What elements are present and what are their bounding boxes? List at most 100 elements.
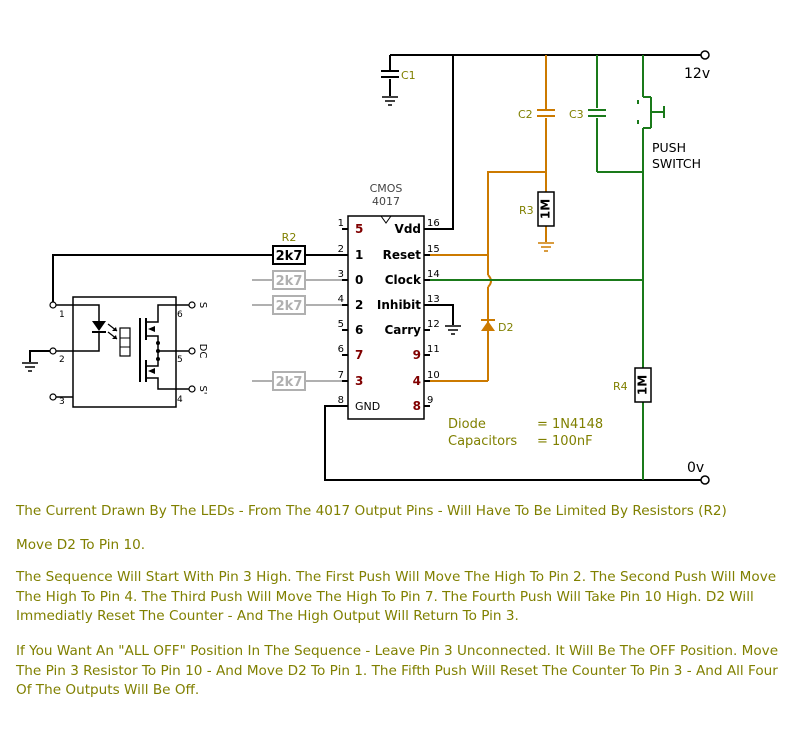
resistor-r3: 1M R3 bbox=[519, 191, 555, 227]
ghost-value: 2k7 bbox=[276, 375, 303, 390]
ghost-resistor-pin4: 2k7 bbox=[252, 295, 342, 315]
switch-label-2: SWITCH bbox=[652, 156, 701, 171]
r2-label: R2 bbox=[282, 231, 297, 244]
pin-number: 9 bbox=[427, 395, 433, 406]
ic-right-pin-14: 14 Clock bbox=[385, 269, 440, 287]
diode-d2: D2 bbox=[481, 319, 513, 334]
parts-diode-value: = 1N4148 bbox=[537, 417, 603, 432]
pin-number: 2 bbox=[338, 244, 344, 255]
ghost-resistor-pin3: 2k7 bbox=[252, 270, 342, 290]
ghost-resistors: 2k7 2k7 2k7 bbox=[252, 270, 342, 391]
pin-label: 0 bbox=[355, 273, 363, 287]
ic-right-pin-9: 9 8 bbox=[413, 395, 434, 413]
pin-number: 4 bbox=[338, 294, 344, 305]
pin-number: 12 bbox=[427, 319, 440, 330]
pin-number: 5 bbox=[338, 319, 344, 330]
pin-label: 9 bbox=[413, 348, 421, 362]
pin-number: 8 bbox=[338, 395, 344, 406]
resistor-r4: 1M R4 bbox=[613, 367, 652, 403]
pin-number: 16 bbox=[427, 218, 440, 229]
ic-right-pin-10: 10 4 bbox=[413, 370, 440, 388]
black-wiring bbox=[29, 54, 705, 481]
pin-number: 6 bbox=[338, 344, 344, 355]
ic-left-pin-1: 1 5 bbox=[338, 218, 364, 236]
relay-label-s: S bbox=[197, 302, 208, 308]
ground-inhibit bbox=[445, 325, 461, 335]
pin-number: 15 bbox=[427, 244, 440, 255]
relay-pin-2: 2 bbox=[59, 355, 65, 365]
ic-right-pin-15: 15 Reset bbox=[383, 244, 440, 262]
green-wiring bbox=[425, 55, 644, 480]
pin-number: 7 bbox=[338, 370, 344, 381]
note-sequence: The Sequence Will Start With Pin 3 High.… bbox=[16, 569, 777, 624]
pin-number: 14 bbox=[427, 269, 440, 280]
ground-r3 bbox=[538, 242, 554, 252]
pin-label: Inhibit bbox=[377, 298, 421, 312]
pin-label: 8 bbox=[413, 399, 421, 413]
ic-4017: CMOS 4017 1 5 2 1 3 0 4 2 5 6 6 bbox=[338, 182, 440, 420]
relay-label-dc: DC bbox=[197, 344, 208, 359]
d2-label: D2 bbox=[498, 321, 513, 334]
note-resistors: The Current Drawn By The LEDs - From The… bbox=[16, 503, 727, 519]
orange-wiring bbox=[425, 55, 547, 382]
relay-pin-3: 3 bbox=[59, 397, 65, 407]
parts-cap-value: = 100nF bbox=[537, 434, 593, 449]
pin-label: 1 bbox=[355, 248, 363, 262]
ic-label-1: CMOS bbox=[370, 182, 403, 195]
pin-label: Reset bbox=[383, 248, 422, 262]
r3-value: 1M bbox=[539, 199, 553, 219]
note-move-d2: Move D2 To Pin 10. bbox=[16, 537, 146, 553]
pin-label: 6 bbox=[355, 323, 363, 337]
pin-number: 10 bbox=[427, 370, 440, 381]
c1-label: C1 bbox=[401, 69, 416, 82]
c2-label: C2 bbox=[518, 108, 533, 121]
relay-label-s-prime: S' bbox=[197, 385, 208, 394]
parts-list: Diode = 1N4148 Capacitors = 100nF bbox=[448, 417, 603, 449]
ghost-value: 2k7 bbox=[276, 274, 303, 289]
c3-label: C3 bbox=[569, 108, 584, 121]
ground-relay bbox=[22, 362, 38, 372]
parts-cap-key: Capacitors bbox=[448, 434, 517, 449]
resistor-r2: 2k7 R2 bbox=[272, 231, 306, 265]
pin-number: 3 bbox=[338, 269, 344, 280]
relay-pin-6: 6 bbox=[177, 310, 183, 320]
pin-label: GND bbox=[355, 400, 380, 413]
r3-label: R3 bbox=[519, 204, 534, 217]
supply-12v-label: 12v bbox=[684, 66, 710, 82]
r4-label: R4 bbox=[613, 380, 628, 393]
ic-left-pin-5: 5 6 bbox=[338, 319, 364, 337]
pin-label: 3 bbox=[355, 374, 363, 388]
ghost-resistor-pin7: 2k7 bbox=[252, 371, 342, 391]
ic-right-pin-11: 11 9 bbox=[413, 344, 440, 362]
ic-left-pin-3: 3 0 bbox=[338, 269, 364, 287]
capacitor-c3: C3 bbox=[569, 108, 606, 121]
solid-state-relay: 1 2 3 6 5 4 S DC S' bbox=[49, 296, 208, 408]
pin-label: Clock bbox=[385, 273, 422, 287]
ic-left-pin-7: 7 3 bbox=[338, 370, 364, 388]
supply-0v-label: 0v bbox=[687, 460, 704, 476]
ic-right-pin-13: 13 Inhibit bbox=[377, 294, 440, 312]
ghost-value: 2k7 bbox=[276, 299, 303, 314]
pin-number: 1 bbox=[338, 218, 344, 229]
relay-pin-1: 1 bbox=[59, 310, 65, 320]
capacitor-c1: C1 bbox=[381, 69, 416, 82]
capacitor-c2: C2 bbox=[518, 108, 555, 121]
r4-value: 1M bbox=[636, 375, 650, 395]
pin-label: Carry bbox=[384, 323, 421, 337]
ic-right-pin-16: 16 Vdd bbox=[395, 218, 440, 236]
ic-left-pin-2: 2 1 bbox=[338, 244, 364, 262]
ic-left-pin-4: 4 2 bbox=[338, 294, 364, 312]
ic-right-pin-12: 12 Carry bbox=[384, 319, 439, 337]
ic-left-pin-6: 6 7 bbox=[338, 344, 364, 362]
ground-symbols bbox=[22, 96, 461, 372]
ic-left-pin-8: 8 GND bbox=[338, 395, 381, 413]
pin-label: 4 bbox=[413, 374, 421, 388]
pin-label: Vdd bbox=[395, 222, 421, 236]
r2-value: 2k7 bbox=[276, 249, 303, 264]
pin-label: 5 bbox=[355, 222, 363, 236]
pin-label: 2 bbox=[355, 298, 363, 312]
ic-label-2: 4017 bbox=[372, 195, 400, 208]
ground-c1 bbox=[382, 96, 398, 106]
